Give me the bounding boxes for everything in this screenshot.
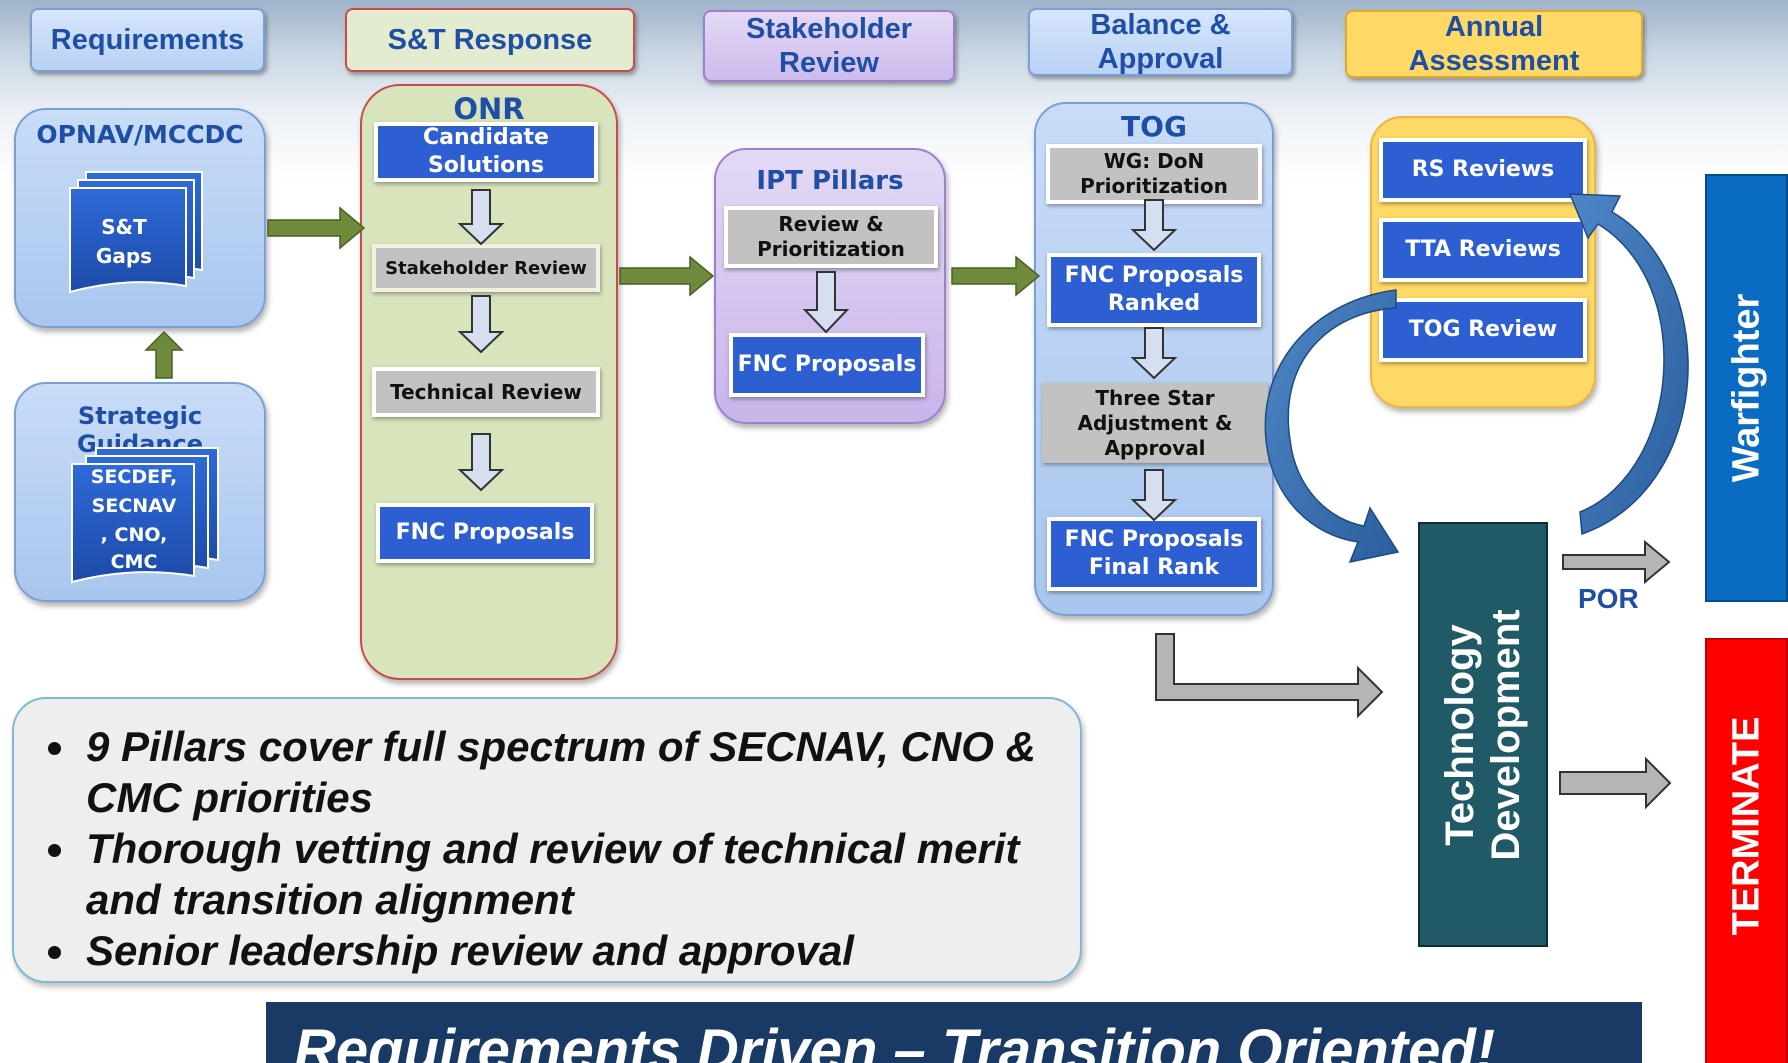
opnav-title: OPNAV/MCCDC — [36, 120, 244, 149]
por-arrow-icon — [1562, 539, 1671, 585]
key-points-panel: 9 Pillars cover full spectrum of SECNAV,… — [12, 697, 1082, 983]
technical-review-label: Technical Review — [390, 379, 582, 404]
three-star-line2: Adjustment & — [1077, 410, 1233, 435]
tog-title: TOG — [1121, 110, 1187, 143]
down-arrow-icon — [457, 189, 1178, 522]
review-prioritization-line2: Prioritization — [757, 237, 905, 261]
tog-review-box: TOG Review — [1379, 298, 1587, 362]
candidate-solutions-box: Candidate Solutions — [374, 122, 598, 182]
st-gaps-line2: Gaps — [96, 244, 152, 268]
three-star-adjustment-box: Three Star Adjustment & Approval — [1042, 383, 1268, 463]
strategic-doc-line4: CMC — [111, 551, 158, 573]
header-st-response: S&T Response — [345, 8, 635, 72]
strategic-doc-line1: SECDEF, — [91, 466, 178, 488]
bullet-2-line1: Thorough vetting and review of technical… — [86, 825, 1020, 872]
key-points-list: 9 Pillars cover full spectrum of SECNAV,… — [14, 721, 1080, 976]
header-balance-line1: Balance & — [1090, 9, 1231, 41]
tagline-text: Requirements Driven – Transition Oriente… — [294, 1018, 1496, 1063]
onr-stakeholder-review-box: Stakeholder Review — [372, 244, 600, 292]
ipt-fnc-proposals-box: FNC Proposals — [729, 333, 925, 397]
tta-reviews-label: TTA Reviews — [1405, 237, 1561, 262]
final-rank-line1: FNC Proposals — [1064, 527, 1244, 552]
st-gaps-line1: S&T — [101, 215, 147, 239]
technical-review-box: Technical Review — [372, 367, 600, 417]
terminate-box: TERMINATE — [1705, 638, 1788, 1063]
three-star-line1: Three Star — [1095, 385, 1215, 410]
curved-arrow-icon — [1264, 289, 1400, 564]
final-rank-line2: Final Rank — [1088, 555, 1220, 580]
bullet-item: Senior leadership review and approval — [80, 925, 1080, 976]
header-requirements-label: Requirements — [50, 24, 245, 56]
header-annual-assessment: Annual Assessment — [1345, 10, 1643, 78]
header-st-response-label: S&T Response — [387, 24, 593, 56]
header-requirements: Requirements — [30, 8, 265, 72]
onr-fnc-proposals-box: FNC Proposals — [376, 503, 594, 563]
onr-fnc-proposals-label: FNC Proposals — [395, 520, 575, 545]
elbow-arrow-icon — [1155, 633, 1384, 719]
header-balance-line2: Approval — [1097, 43, 1224, 75]
bullet-item: Thorough vetting and review of technical… — [80, 823, 1080, 925]
curved-arrow-icon — [1568, 193, 1689, 536]
strategic-doc-line3: , CNO, — [101, 524, 168, 546]
bullet-2-line2: and transition alignment — [86, 876, 574, 923]
technology-development-box: Technology Development — [1418, 522, 1548, 947]
onr-stakeholder-review-label: Stakeholder Review — [385, 257, 587, 279]
header-stakeholder-line1: Stakeholder — [746, 13, 912, 45]
ranked-line2: Ranked — [1107, 291, 1201, 316]
bullet-1-line2: CMC priorities — [86, 774, 374, 821]
fnc-proposals-final-rank-box: FNC Proposals Final Rank — [1047, 517, 1261, 591]
header-annual-line1: Annual — [1444, 11, 1544, 43]
onr-title: ONR — [453, 92, 525, 126]
green-arrow-icon — [144, 206, 1041, 379]
header-balance-approval: Balance & Approval — [1028, 8, 1293, 76]
fnc-proposals-ranked-box: FNC Proposals Ranked — [1047, 253, 1261, 327]
rs-reviews-box: RS Reviews — [1379, 138, 1587, 202]
header-annual-line2: Assessment — [1408, 45, 1580, 77]
tagline-banner: Requirements Driven – Transition Oriente… — [266, 1002, 1642, 1063]
bullet-1-line1: 9 Pillars cover full spectrum of SECNAV,… — [86, 723, 1036, 770]
header-stakeholder-line2: Review — [779, 47, 879, 79]
tog-review-label: TOG Review — [1408, 317, 1558, 342]
document-stack-icon — [69, 171, 203, 294]
candidate-solutions-label: Candidate Solutions — [423, 125, 549, 178]
strategic-doc-line2: SECNAV — [92, 495, 177, 517]
ipt-fnc-proposals-label: FNC Proposals — [737, 352, 917, 377]
three-star-line3: Approval — [1104, 435, 1206, 460]
ipt-title: IPT Pillars — [756, 166, 904, 196]
rs-reviews-label: RS Reviews — [1411, 157, 1555, 182]
terminate-arrow-icon — [1559, 756, 1672, 810]
review-prioritization-box: Review & Prioritization — [724, 206, 938, 268]
bullet-3-line1: Senior leadership review and approval — [86, 927, 854, 974]
document-stack-icon — [71, 447, 219, 584]
warfighter-box: Warfighter — [1705, 174, 1788, 602]
bullet-item: 9 Pillars cover full spectrum of SECNAV,… — [80, 721, 1080, 823]
ranked-line1: FNC Proposals — [1064, 263, 1244, 288]
tta-reviews-box: TTA Reviews — [1379, 218, 1587, 282]
wg-line1: WG: DoN — [1103, 149, 1205, 173]
wg-line2: Prioritization — [1080, 174, 1228, 198]
por-label: POR — [1578, 583, 1639, 614]
header-stakeholder-review: Stakeholder Review — [703, 10, 955, 82]
review-prioritization-line1: Review & — [778, 212, 884, 236]
